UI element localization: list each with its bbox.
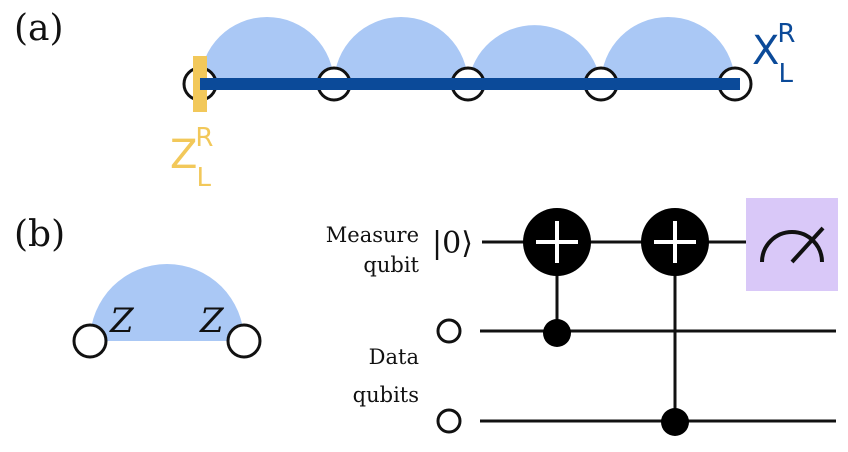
single-stabilizer: Z Z bbox=[72, 264, 262, 359]
data-qubit-input-1 bbox=[436, 318, 462, 344]
stabilizer-4 bbox=[601, 17, 735, 84]
cnot-target-icon bbox=[523, 208, 591, 276]
stabilizer-halfdisc bbox=[90, 264, 244, 341]
stabilizer-3 bbox=[468, 25, 601, 84]
left-data-qubit bbox=[72, 323, 108, 359]
measure-label-line1: Measure bbox=[326, 223, 419, 247]
right-data-qubit bbox=[226, 323, 262, 359]
stabilizer-2 bbox=[334, 17, 468, 84]
data-label-line2: qubits bbox=[353, 383, 419, 407]
cnot-target-icon bbox=[641, 208, 709, 276]
stabilizer-chain bbox=[200, 17, 735, 84]
data-label-line1: Data bbox=[369, 345, 419, 369]
control-dot-icon bbox=[543, 319, 571, 347]
measure-label-line2: qubit bbox=[363, 253, 419, 277]
measurement-gate bbox=[746, 198, 838, 291]
panel-b-label: (b) bbox=[14, 214, 65, 255]
left-z-operator: Z bbox=[109, 301, 135, 341]
right-z-operator: Z bbox=[199, 301, 225, 341]
control-dot-icon bbox=[661, 408, 689, 436]
panel-a-label: (a) bbox=[14, 8, 64, 49]
data-qubit-input-2 bbox=[436, 408, 462, 434]
initial-state-ket: |0⟩ bbox=[432, 226, 473, 261]
cnot-gate-2 bbox=[641, 208, 709, 436]
cnot-gate-1 bbox=[523, 208, 591, 347]
stabilizer-1 bbox=[200, 17, 334, 84]
measurement-box bbox=[746, 198, 838, 291]
meter-icon bbox=[760, 226, 825, 264]
